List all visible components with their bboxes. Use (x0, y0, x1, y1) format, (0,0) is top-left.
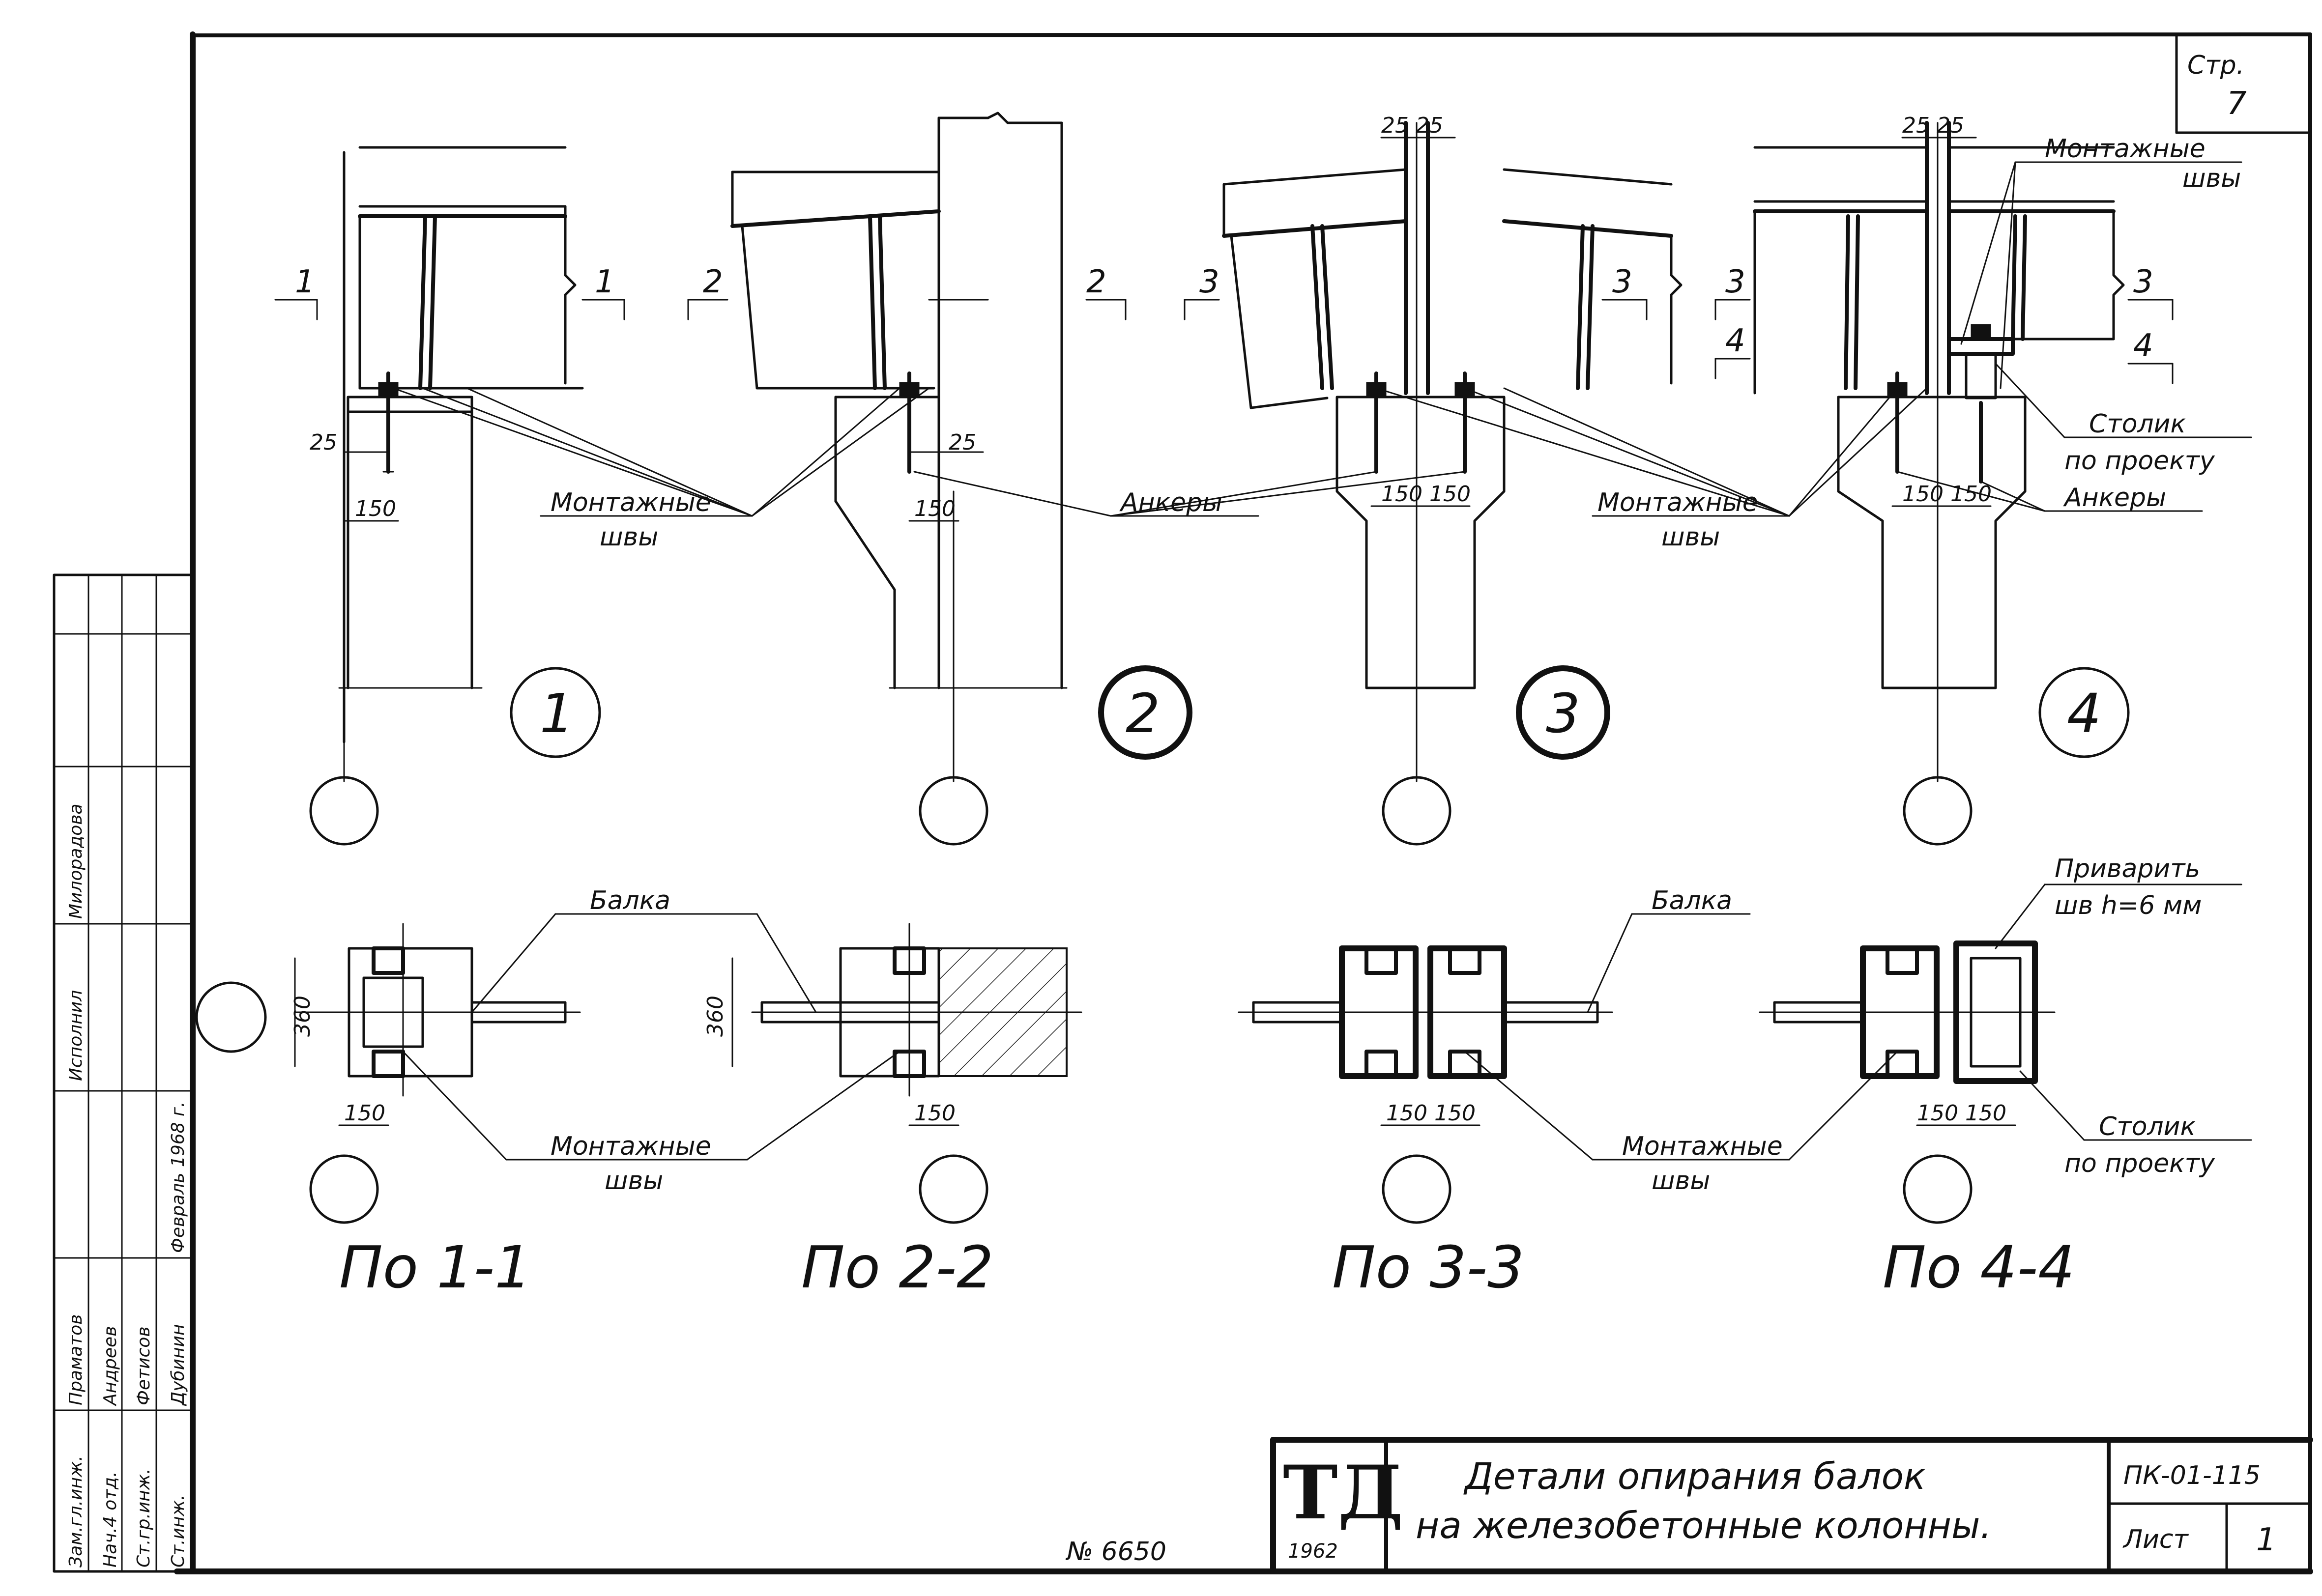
dim-150-plan1: 150 (344, 1101, 385, 1126)
revision-stamp: Зам.гл.инж. Нач.4 отд. Ст.гр.инж. Ст.инж… (53, 573, 194, 1573)
dim-150-150-plan4: 150 150 (1917, 1101, 2006, 1126)
upper-callouts: Монтажные швы Анкеры Монтажные швы Монта… (392, 134, 2252, 552)
section-mark-2-right: 2 (1086, 264, 1106, 300)
callout-weld-to: Приварить (2055, 854, 2200, 884)
plan-2-ref-circle (919, 1154, 988, 1224)
plan-3-ref-circle (1382, 1154, 1451, 1224)
node-label-4: 4 (2067, 682, 2101, 745)
dim-150-node1: 150 (355, 496, 396, 521)
logo-text: ТД (1283, 1450, 1403, 1536)
plan-view-2: 360 150 По 2-2 (703, 923, 1082, 1301)
stamp-executor: Исполнил (66, 990, 86, 1081)
plan-view-4: 150 150 По 4-4 (1759, 940, 2075, 1301)
drawing-code: ПК-01-115 (2123, 1461, 2261, 1490)
dim-360-plan1: 360 (290, 996, 315, 1037)
section-mark-2-left: 2 (703, 264, 723, 300)
stamp-name-2: Андреев (100, 1326, 120, 1406)
dim-150-plan2: 150 (914, 1101, 956, 1126)
stamp-row-1: Зам.гл.инж. (66, 1455, 86, 1568)
callout-weld-1: Монтажные (551, 488, 711, 517)
node-3-ref-circle (1382, 776, 1451, 846)
node-4-ref-circle (1903, 776, 1973, 846)
callout-table-bottom-by-project: по проекту (2064, 1149, 2215, 1178)
callout-anchors-right: Анкеры (2063, 483, 2166, 513)
node-2-ref-circle (919, 776, 988, 846)
plan-1-ref-circle (309, 1154, 379, 1224)
plan-view-3: 150 150 По 3-3 (1238, 945, 1613, 1301)
section-mark-3-right-n4: 3 (2133, 264, 2153, 300)
plan-4-ref-circle (1903, 1154, 1973, 1224)
dim-150-150-plan3: 150 150 (1386, 1101, 1476, 1126)
stamp-row-4: Ст.инж. (168, 1495, 188, 1568)
section-mark-1-right: 1 (595, 264, 615, 300)
stamp-name-4: Дубинин (168, 1324, 188, 1407)
view-label-3: По 3-3 (1332, 1233, 1524, 1301)
stamp-name-3: Фетисов (134, 1326, 154, 1405)
section-mark-4-left: 4 (1725, 323, 1745, 359)
dim-150-150-node4: 150 150 (1902, 482, 1992, 507)
sheet-frame (174, 31, 2313, 1574)
dim-25-25-node4: 25 25 (1902, 113, 1964, 138)
stamp-name-1: Праматов (66, 1314, 86, 1405)
dim-25-25-node3: 25 25 (1381, 113, 1443, 138)
callout-weld-lower-left: Монтажные (551, 1132, 711, 1161)
sheet-label: Лист (2122, 1525, 2189, 1554)
node-3-elevation: 25 25 150 150 3 3 3 (1184, 113, 1683, 846)
callout-weld-spec: шв h=6 мм (2055, 891, 2202, 920)
callout-table-top: Столик (2089, 409, 2186, 439)
section-mark-3-left: 3 (1199, 264, 1219, 300)
callout-weld-lower-left-seams: швы (605, 1166, 663, 1196)
node-2-elevation: 2 2 25 150 2 (687, 112, 1192, 846)
callout-table-top-by-project: по проекту (2064, 446, 2215, 476)
drawing-title-line2: на железобетонные колонны. (1416, 1505, 1992, 1547)
page-number: 7 (2227, 86, 2247, 122)
callout-table-bottom: Столик (2099, 1112, 2196, 1141)
lower-callouts: Балка Монтажные швы Балка Монтажные швы … (402, 854, 2252, 1196)
dim-25-node2: 25 (949, 430, 976, 455)
dim-150-150-node3: 150 150 (1381, 482, 1471, 507)
stamp-date: Февраль 1968 г. (168, 1102, 188, 1253)
section-mark-1-left: 1 (295, 264, 315, 300)
sheet-number: 1 (2256, 1522, 2276, 1558)
page-number-box: Стр. 7 (2175, 34, 2312, 134)
callout-weld-lower-right: Монтажные (1622, 1132, 1783, 1161)
view-label-4: По 4-4 (1883, 1233, 2075, 1301)
section-mark-3-left-n4: 3 (1725, 264, 1745, 300)
stamp-row-3: Ст.гр.инж. (134, 1468, 154, 1568)
plan-1-side-circle (195, 981, 267, 1053)
callout-weld-lower-right-seams: швы (1652, 1166, 1710, 1196)
callout-weld-3-seams: швы (1661, 522, 1720, 552)
dim-25-node1: 25 (310, 430, 337, 455)
view-label-2: По 2-2 (801, 1233, 993, 1301)
view-label-1: По 1-1 (339, 1233, 531, 1301)
drawing-title-line1: Детали опирания балок (1463, 1455, 1926, 1498)
title-block: ТД 1962 Детали опирания балок на железоб… (1270, 1437, 2313, 1574)
callout-beam-left: Балка (590, 886, 670, 915)
callout-weld-4-top: Монтажные (2045, 134, 2206, 164)
callout-weld-1-seams: швы (600, 522, 658, 552)
callout-anchors-center: Анкеры (1119, 488, 1222, 517)
callout-weld-3: Монтажные (1597, 488, 1758, 517)
callout-beam-right: Балка (1652, 886, 1732, 915)
stamp-executor-name: Милорадова (66, 803, 86, 919)
archive-number: № 6650 (1065, 1537, 1166, 1567)
node-label-3: 3 (1546, 682, 1580, 745)
section-mark-3-right: 3 (1612, 264, 1632, 300)
dim-360-plan2: 360 (703, 996, 728, 1037)
node-1-elevation: 1 1 25 150 1 (274, 146, 625, 846)
node-label-1: 1 (540, 682, 574, 745)
node-4-elevation: 25 25 150 150 3 4 3 4 4 (1714, 113, 2174, 846)
dim-150-node2: 150 (914, 496, 956, 521)
node-label-2: 2 (1126, 682, 1160, 745)
callout-weld-4-top-seams: швы (2182, 164, 2241, 193)
node-1-ref-circle (309, 776, 379, 846)
page-label: Стр. (2187, 51, 2244, 80)
stamp-row-2: Нач.4 отд. (100, 1471, 120, 1568)
logo-year: 1962 (1288, 1540, 1338, 1563)
plan-view-1: 360 150 По 1-1 (195, 923, 581, 1301)
section-mark-4-right: 4 (2133, 328, 2153, 364)
